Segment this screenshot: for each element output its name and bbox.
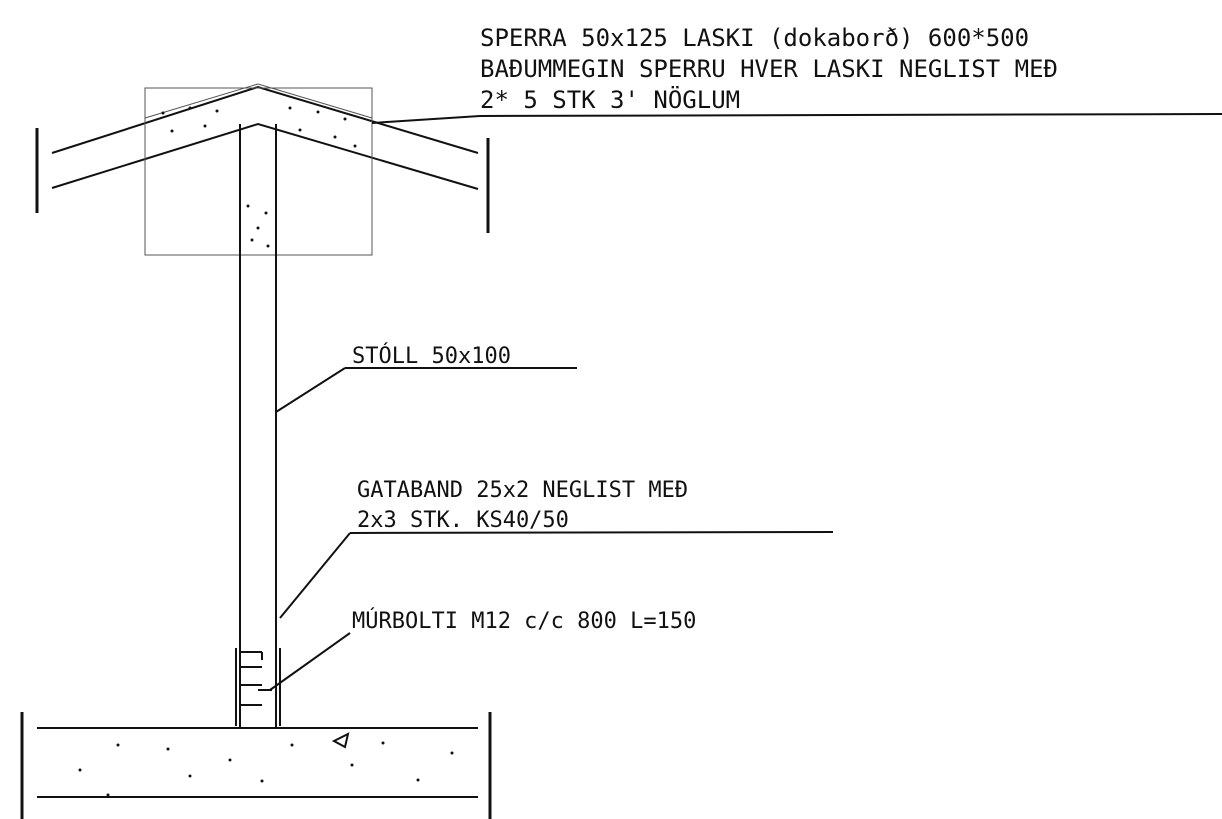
stud-spec-line-1: STÓLL 50x100 — [352, 343, 511, 369]
concrete-foundation — [20, 712, 492, 819]
rafter-spec-line-2: BAÐUMMEGIN SPERRU HVER LASKI NEGLIST MEÐ — [480, 55, 1058, 83]
stud-nail-dots — [246, 204, 270, 248]
gusset-plate-outline — [144, 87, 373, 256]
strap-label-underline — [349, 531, 834, 534]
concrete-triangle-marker — [331, 732, 350, 749]
rafter-label-underline — [479, 113, 1222, 117]
roof-assembly — [35, 83, 490, 256]
strap-leader-line — [279, 532, 351, 619]
leader-lines — [269, 113, 1222, 691]
gusset-top-right — [257, 83, 373, 119]
anchor-bolt-spec: MÚRBOLTI M12 c/c 800 L=150 — [352, 608, 696, 634]
rafter-top-edge — [51, 85, 479, 154]
rafter-spec-line-1: SPERRA 50x125 LASKI (dokaborð) 600*500 — [480, 24, 1029, 52]
gusset-nail-dots — [161, 106, 357, 148]
rafter-spec-line-3: 2* 5 STK 3' NÖGLUM — [480, 85, 740, 114]
bolt-leader-line — [269, 632, 351, 691]
stud-leader-line — [275, 367, 346, 413]
strap-spec-line-1: GATABAND 25x2 NEGLIST MEÐ — [357, 478, 688, 503]
annotation-texts: SPERRA 50x125 LASKI (dokaborð) 600*500 B… — [352, 24, 1058, 634]
rafter-bottom-edge — [51, 122, 479, 190]
strap-spec-line-2: 2x3 STK. KS40/50 — [357, 508, 569, 533]
steel-strap — [235, 648, 281, 726]
concrete-aggregate-dots — [78, 741, 454, 797]
rafter-leader-line — [371, 115, 481, 124]
stud-post — [239, 124, 277, 728]
